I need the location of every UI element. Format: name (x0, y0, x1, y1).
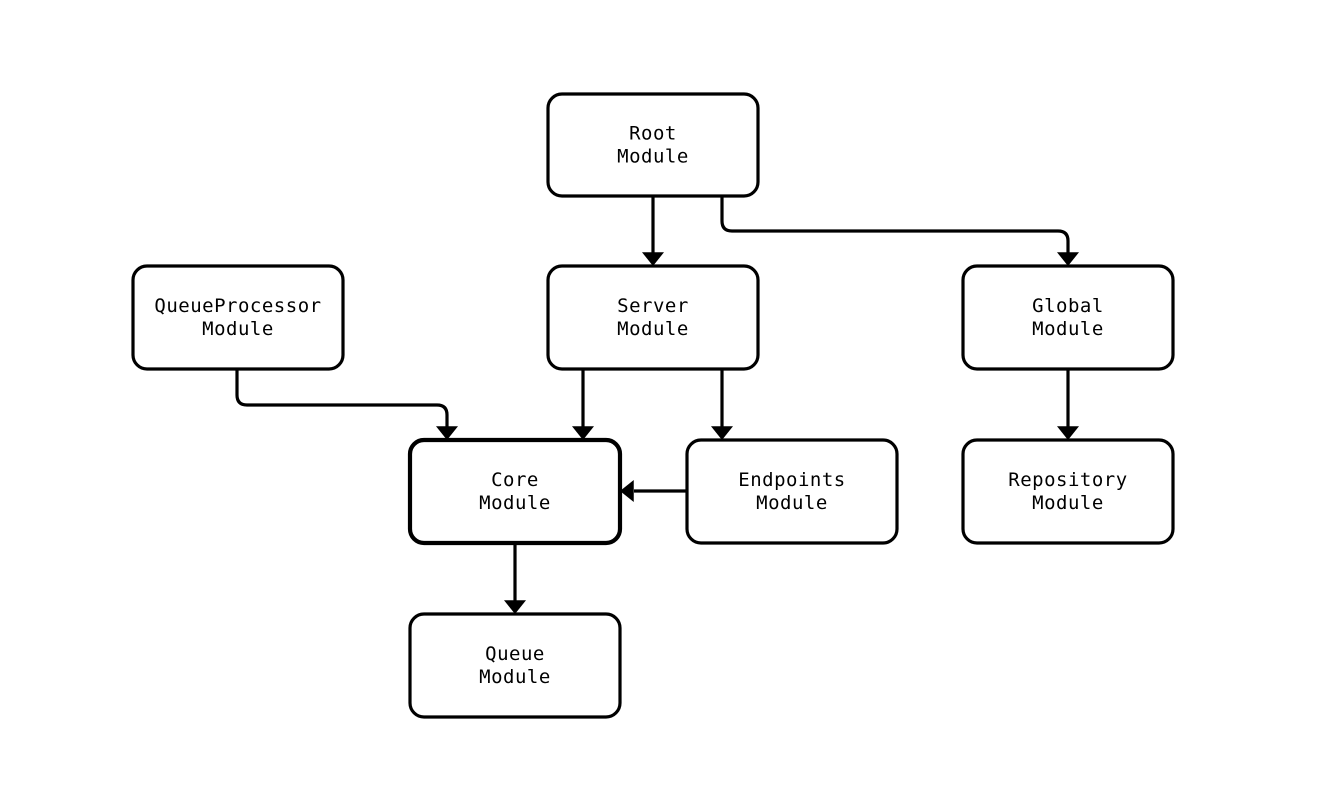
repository-module-node-subtitle: Module (1032, 492, 1104, 514)
queueprocessor-module-node-subtitle: Module (202, 318, 274, 340)
edge-root-to-global (720, 196, 1079, 266)
endpoints-module-node-title: Endpoints (738, 469, 845, 491)
core-module-node-box[interactable] (407, 437, 623, 546)
queueprocessor-module-node-title: QueueProcessor (154, 295, 321, 317)
queue-module-node-box[interactable] (408, 612, 622, 719)
edge-server-to-core (572, 369, 594, 440)
edge-queueprocessor-to-core (235, 369, 458, 440)
core-module-node-title: Core (491, 469, 539, 491)
endpoints-module-node-subtitle: Module (756, 492, 828, 514)
edge-queueprocessor-to-core-arrowhead (436, 426, 458, 440)
edge-server-to-core-arrowhead (572, 426, 594, 440)
nodes-layer: RootModuleQueueProcessorModuleServerModu… (131, 92, 1175, 719)
edge-root-to-global-arrowhead (1057, 252, 1079, 266)
edge-core-to-queue (504, 543, 526, 614)
edge-root-to-global-line (720, 196, 1070, 256)
edge-global-to-repository-arrowhead (1057, 426, 1079, 440)
edges-layer (235, 196, 1079, 614)
edge-core-to-queue-arrowhead (504, 600, 526, 614)
endpoints-module-node-box[interactable] (685, 438, 899, 545)
server-module-node-box[interactable] (546, 264, 760, 371)
queue-module-node-subtitle: Module (479, 666, 551, 688)
root-module-node-box[interactable] (546, 92, 760, 198)
edge-endpoints-to-core (620, 480, 687, 502)
root-module-node-subtitle: Module (617, 146, 689, 168)
edge-root-to-server-arrowhead (642, 252, 664, 266)
queue-module-node-title: Queue (485, 643, 545, 665)
repository-module-node-title: Repository (1008, 469, 1127, 491)
global-module-node-title: Global (1032, 295, 1104, 317)
edge-endpoints-to-core-arrowhead (620, 480, 634, 502)
global-module-node-subtitle: Module (1032, 318, 1104, 340)
queueprocessor-module-node-box[interactable] (131, 264, 345, 371)
edge-root-to-server (642, 196, 664, 266)
edge-server-to-endpoints (711, 369, 733, 440)
edge-server-to-endpoints-arrowhead (711, 426, 733, 440)
server-module-node-subtitle: Module (617, 318, 689, 340)
edge-global-to-repository (1057, 369, 1079, 440)
core-module-node-subtitle: Module (479, 492, 551, 514)
server-module-node-title: Server (617, 295, 689, 317)
repository-module-node-box[interactable] (961, 438, 1175, 545)
global-module-node-box[interactable] (961, 264, 1175, 371)
edge-queueprocessor-to-core-line (235, 369, 449, 430)
root-module-node-title: Root (629, 123, 677, 145)
